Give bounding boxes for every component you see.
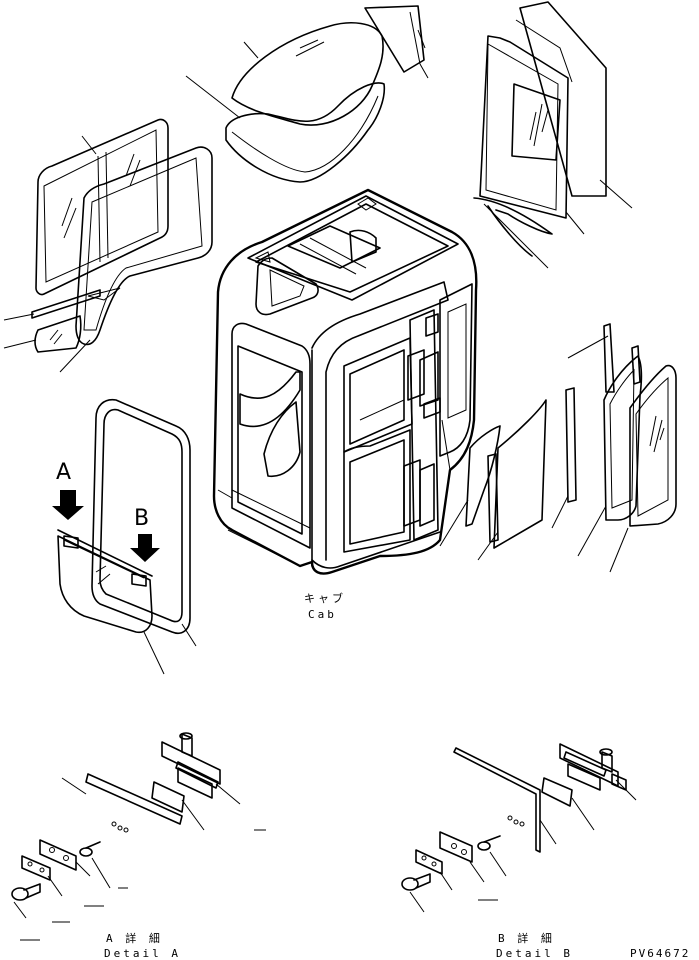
leader-line <box>615 779 637 801</box>
leader-line <box>477 531 499 561</box>
detail-a-label-en: Detail A <box>104 947 181 960</box>
leader-line <box>3 339 37 349</box>
leader-line <box>185 75 241 119</box>
cab-body <box>212 188 478 575</box>
view-a-label: A <box>56 460 72 485</box>
leader-line <box>61 777 87 795</box>
view-b-label: B <box>134 506 150 531</box>
leader-line <box>47 875 63 897</box>
leader-line <box>439 871 453 891</box>
leader-line <box>409 891 425 913</box>
leader-line <box>59 339 91 373</box>
detail-a-drawing <box>11 732 221 901</box>
leader-line <box>609 527 629 573</box>
leader-line <box>215 783 241 805</box>
detail-b-label-en: Detail B <box>496 947 573 960</box>
leader-line <box>565 211 585 235</box>
cab-label-en: Cab <box>308 608 337 621</box>
view-b-arrow-icon <box>130 534 160 562</box>
leader-line <box>577 505 607 557</box>
roof-panel <box>225 22 386 183</box>
upper-right-glass <box>364 5 429 79</box>
leader-line <box>599 179 633 209</box>
detail-b-label-jp: B 詳 細 <box>498 932 555 945</box>
leader-line <box>91 857 111 889</box>
leader-line <box>243 41 259 59</box>
leader-line <box>75 861 91 877</box>
leader-line <box>81 135 97 155</box>
left-sliding-window <box>35 118 169 296</box>
leader-line <box>489 851 507 877</box>
right-side-glass-panels <box>465 323 677 549</box>
leader-line <box>469 861 485 883</box>
detail-a-label-jp: A 詳 細 <box>106 932 163 945</box>
leader-line <box>571 797 595 831</box>
leader-line <box>551 495 569 529</box>
cab-label-jp: キャブ <box>304 592 346 605</box>
detail-b-drawing <box>401 743 627 891</box>
door-assembly <box>57 398 191 634</box>
leader-line <box>143 631 165 675</box>
right-windshield-glass <box>473 1 607 269</box>
leader-line <box>13 901 27 919</box>
view-a-arrow-icon <box>52 490 84 520</box>
leader-line <box>539 819 557 845</box>
leader-line <box>3 313 35 321</box>
leader-line <box>181 799 205 831</box>
drawing-number: PV64672 <box>630 947 691 960</box>
leader-line <box>181 623 197 647</box>
leader-line <box>439 499 469 547</box>
leader-line <box>567 335 609 359</box>
left-glass-strip <box>31 289 101 353</box>
